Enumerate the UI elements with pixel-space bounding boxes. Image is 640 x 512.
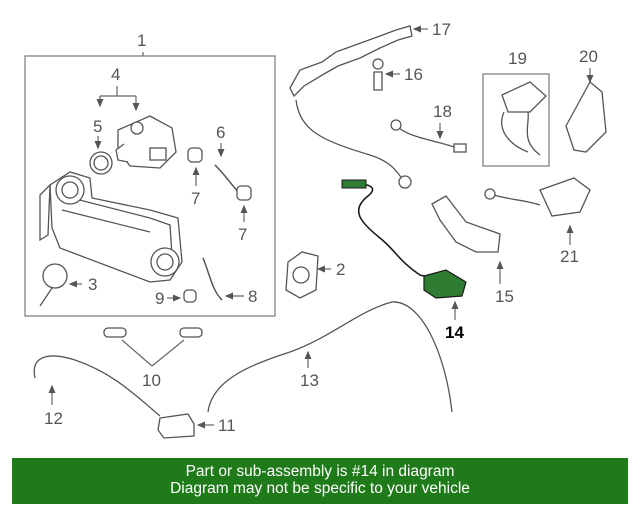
callout-7b[interactable]: 7 — [238, 225, 247, 244]
gasket-2 — [285, 251, 319, 299]
clip-10b — [179, 327, 203, 338]
callout-19[interactable]: 19 — [508, 49, 527, 68]
egr-valve-4 — [115, 115, 177, 169]
sensor-14-body — [423, 269, 467, 299]
hose-12 — [33, 355, 161, 417]
egr-cooler — [39, 171, 183, 283]
sensor-16 — [372, 58, 384, 91]
callout-1[interactable]: 1 — [137, 31, 146, 50]
bracket-20 — [565, 80, 607, 153]
connector-11 — [157, 413, 195, 439]
callout-3[interactable]: 3 — [88, 275, 97, 294]
hose-13 — [207, 301, 453, 413]
sensor-14-probe — [341, 179, 367, 189]
callout-4[interactable]: 4 — [111, 65, 120, 84]
bracket-15 — [431, 195, 501, 253]
vacuum-actuator-3 — [39, 263, 82, 307]
callout-12[interactable]: 12 — [44, 409, 63, 428]
harness-wire — [295, 99, 406, 183]
callout-15[interactable]: 15 — [495, 287, 514, 306]
callout-17[interactable]: 17 — [432, 20, 451, 39]
sensor-14[interactable] — [341, 179, 467, 299]
callout-6[interactable]: 6 — [216, 123, 225, 142]
callout-9[interactable]: 9 — [155, 289, 164, 308]
callout-18[interactable]: 18 — [433, 102, 452, 121]
banner-line-2: Diagram may not be specific to your vehi… — [170, 480, 470, 497]
egr-cooler-assembly-box — [24, 55, 276, 317]
callout-21[interactable]: 21 — [560, 247, 579, 266]
clamp-7b — [236, 185, 252, 201]
sensor-14-wire — [345, 182, 441, 281]
sensor-21 — [484, 177, 591, 217]
bracket-17 — [289, 25, 413, 98]
callout-10[interactable]: 10 — [142, 371, 161, 390]
sensor-18 — [393, 123, 463, 151]
callout-8[interactable]: 8 — [248, 287, 257, 306]
callout-2[interactable]: 2 — [336, 260, 345, 279]
callout-13[interactable]: 13 — [300, 371, 319, 390]
banner-line-1: Part or sub-assembly is #14 in diagram — [185, 463, 455, 480]
callout-11[interactable]: 11 — [218, 416, 236, 435]
callout-5[interactable]: 5 — [93, 117, 102, 136]
diagram-notice-banner: Part or sub-assembly is #14 in diagram D… — [12, 458, 628, 504]
sensor-19 — [501, 81, 547, 156]
sensor-box-19 — [482, 73, 550, 167]
callout-16[interactable]: 16 — [404, 65, 423, 84]
callout-20[interactable]: 20 — [579, 47, 598, 66]
clamp-9 — [183, 289, 197, 303]
clamp-7a — [187, 147, 203, 163]
callout-7a[interactable]: 7 — [191, 189, 200, 208]
callout-14[interactable]: 14 — [445, 323, 464, 342]
clip-10a — [103, 327, 127, 338]
